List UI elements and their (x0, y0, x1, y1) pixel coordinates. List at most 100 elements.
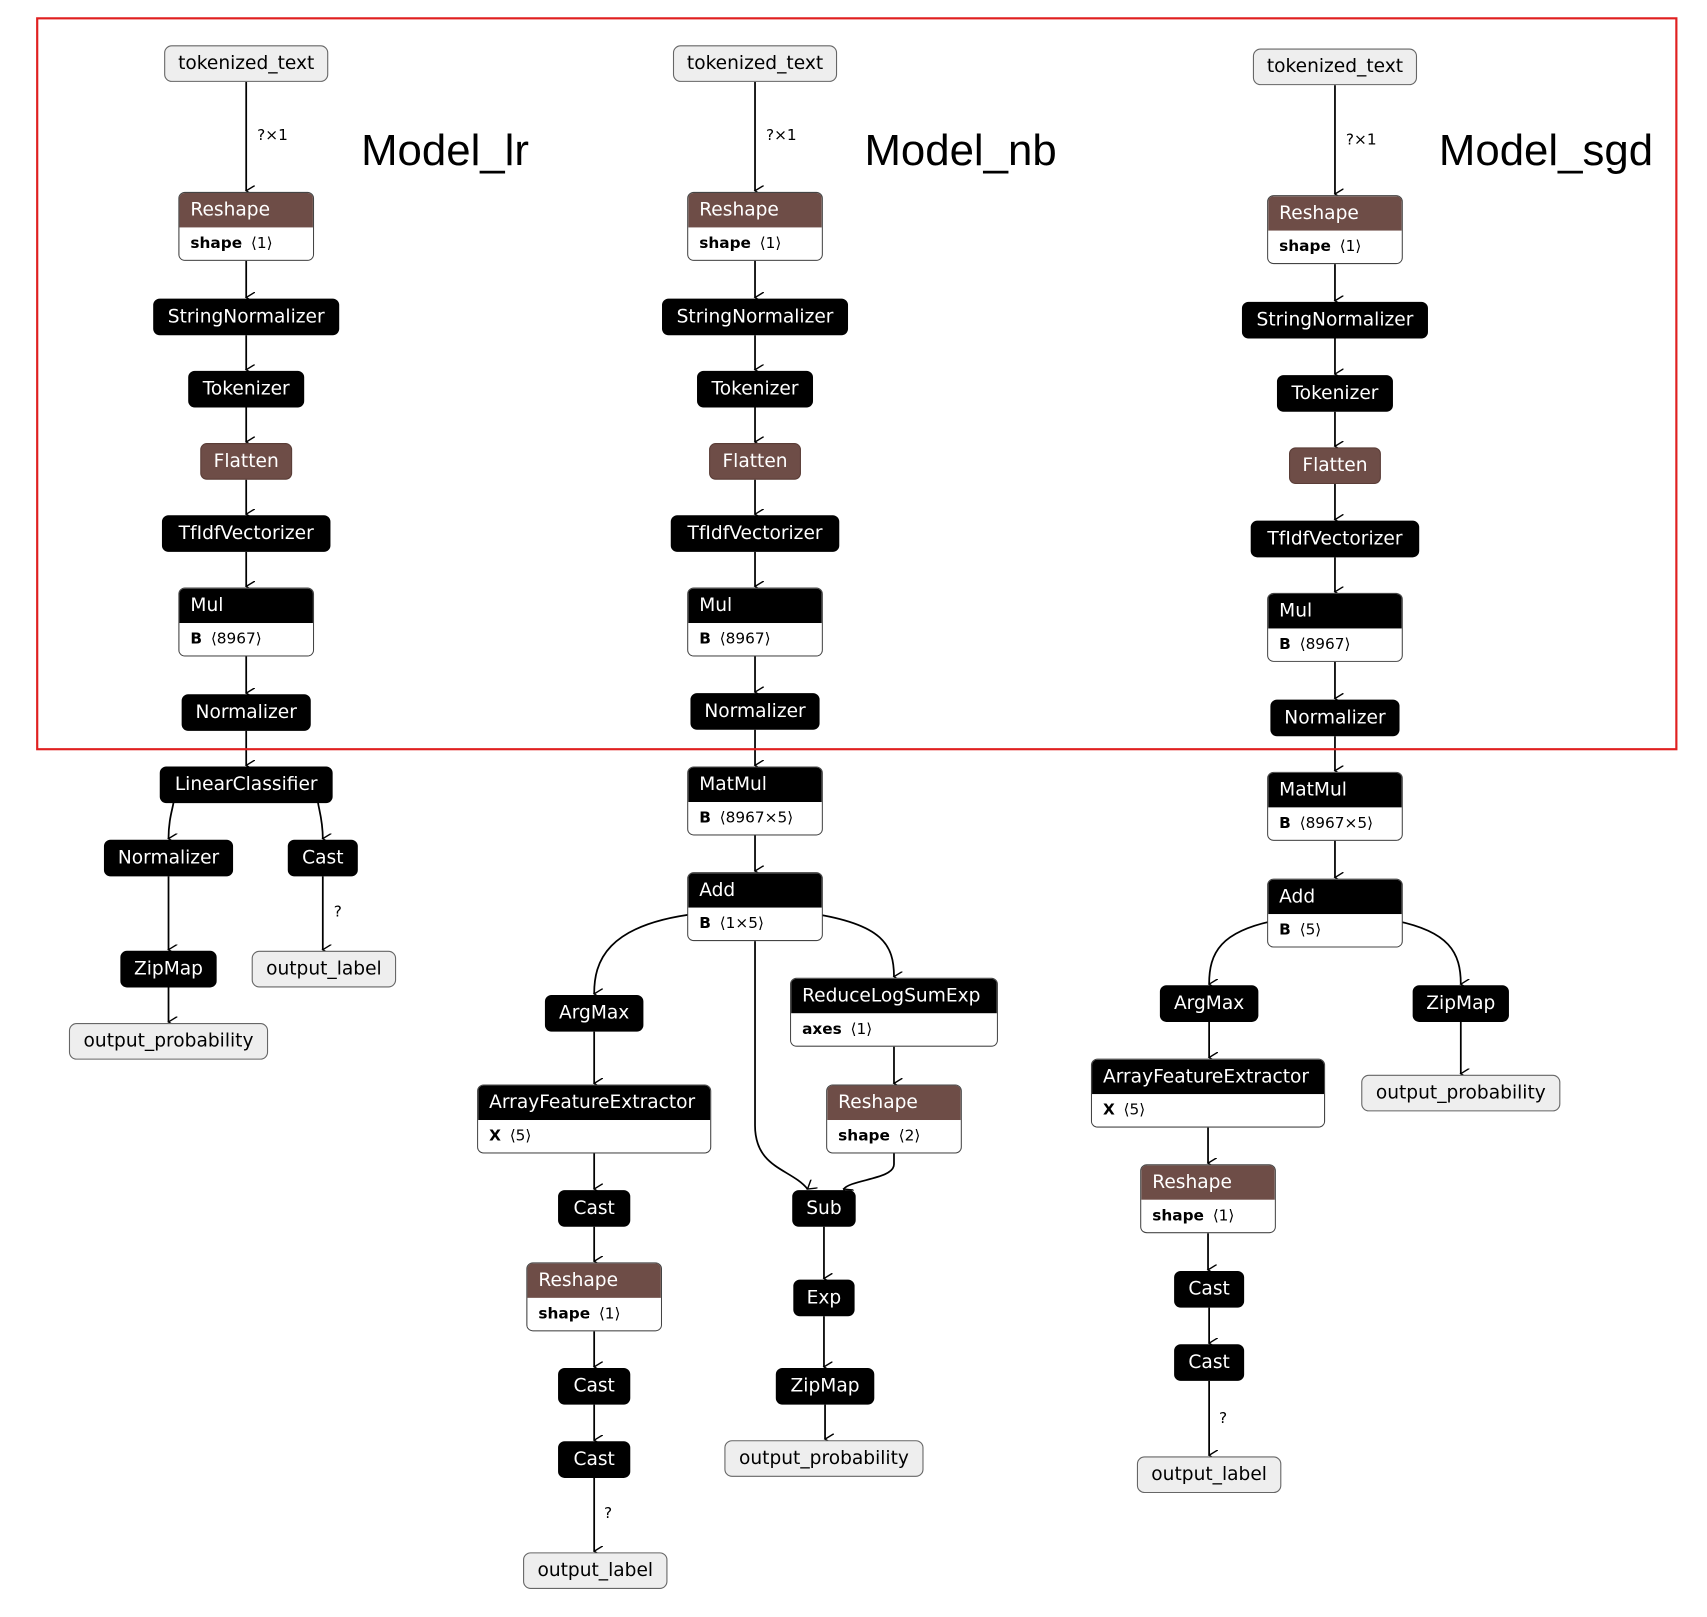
edge-add-to-argmax (1209, 919, 1279, 984)
node-label: ArrayFeatureExtractor (478, 1085, 711, 1121)
node-label: ZipMap (790, 1375, 860, 1398)
attribute-value: ⟨5⟩ (1123, 1101, 1146, 1119)
node-cast1[interactable]: Cast (1174, 1270, 1245, 1308)
node-label: Cast (573, 1448, 615, 1471)
node-sub[interactable]: Sub (792, 1190, 856, 1227)
attribute-key: shape (538, 1305, 591, 1323)
node-out-prob[interactable]: output_probability (1361, 1074, 1561, 1112)
node-cast[interactable]: Cast (287, 839, 358, 877)
node-attribute: B⟨8967⟩ (179, 623, 313, 656)
node-label: ReduceLogSumExp (791, 978, 997, 1014)
node-label: Tokenizer (1291, 382, 1379, 405)
node-label: Normalizer (704, 700, 806, 723)
node-cast2[interactable]: Cast (1174, 1344, 1245, 1381)
attribute-key: axes (802, 1020, 842, 1039)
attribute-value: ⟨8967⟩ (210, 630, 262, 648)
edge-shape-label: ? (333, 903, 342, 921)
edge-shape-label: ?×1 (1345, 131, 1377, 149)
node-zipmap[interactable]: ZipMap (1412, 985, 1509, 1022)
node-label: Flatten (1302, 454, 1368, 477)
node-label: StringNormalizer (676, 306, 834, 328)
node-tokenizer[interactable]: Tokenizer (697, 370, 814, 408)
node-input[interactable]: tokenized_text (1252, 48, 1418, 86)
model-title: Model_lr (361, 127, 529, 175)
node-exp[interactable]: Exp (793, 1279, 855, 1317)
node-attribute: shape ⟨1⟩ (688, 227, 822, 260)
node-label: TfIdfVectorizer (1267, 528, 1403, 550)
attribute-key: B (699, 809, 711, 827)
node-strnorm[interactable]: StringNormalizer (153, 298, 340, 336)
node-label: output_label (537, 1559, 654, 1582)
node-attribute: shape⟨2⟩ (827, 1120, 961, 1153)
node-label: ArrayFeatureExtractor (1092, 1059, 1325, 1095)
node-label: Mul (688, 588, 822, 624)
attribute-value: ⟨1⟩ (250, 235, 273, 253)
node-flatten[interactable]: Flatten (709, 443, 801, 480)
node-label: Cast (573, 1197, 615, 1220)
node-out-label[interactable]: output_label (251, 950, 397, 988)
node-normalizer[interactable]: Normalizer (181, 694, 311, 731)
node-label: tokenized_text (1266, 56, 1404, 78)
node-label: tokenized_text (178, 52, 315, 75)
node-tokenizer[interactable]: Tokenizer (188, 370, 305, 408)
node-label: Reshape (827, 1085, 961, 1121)
node-label: Flatten (213, 450, 279, 473)
node-input[interactable]: tokenized_text (164, 45, 329, 82)
node-tfidf[interactable]: TfIdfVectorizer (1250, 520, 1420, 558)
node-label: ZipMap (1426, 992, 1496, 1015)
node-cast1[interactable]: Cast (558, 1190, 631, 1227)
node-flatten[interactable]: Flatten (200, 443, 293, 480)
node-label: Cast (573, 1375, 615, 1398)
node-argmax[interactable]: ArgMax (544, 994, 644, 1032)
attribute-value: ⟨1⟩ (759, 235, 782, 253)
node-input[interactable]: tokenized_text (672, 45, 838, 82)
attribute-key: B (1279, 921, 1291, 939)
node-argmax[interactable]: ArgMax (1159, 985, 1259, 1022)
node-label: ArgMax (558, 1002, 630, 1025)
attribute-key: shape (699, 235, 751, 253)
edge-add-to-zipmap (1391, 919, 1461, 984)
node-linclf[interactable]: LinearClassifier (159, 766, 333, 804)
node-cast2[interactable]: Cast (558, 1367, 631, 1405)
node-out-prob[interactable]: output_probability (68, 1023, 269, 1060)
edge-add-to-sub (754, 941, 808, 1189)
node-label: Mul (179, 588, 313, 624)
edge-reshape2-to-sub (844, 1153, 895, 1189)
node-out-label[interactable]: output_label (523, 1552, 668, 1589)
node-normalizer2[interactable]: Normalizer (103, 839, 234, 877)
node-out-label[interactable]: output_label (1136, 1456, 1282, 1494)
node-normalizer[interactable]: Normalizer (690, 693, 820, 730)
node-strnorm[interactable]: StringNormalizer (1241, 301, 1428, 339)
node-tokenizer[interactable]: Tokenizer (1276, 375, 1393, 412)
node-tfidf[interactable]: TfIdfVectorizer (670, 515, 840, 552)
edge-shape-label: ? (1218, 1410, 1228, 1428)
node-out-prob[interactable]: output_probability (724, 1440, 924, 1477)
node-strnorm[interactable]: StringNormalizer (662, 298, 849, 336)
node-flatten[interactable]: Flatten (1289, 447, 1381, 485)
node-cast3[interactable]: Cast (558, 1441, 631, 1478)
node-zipmap[interactable]: ZipMap (120, 950, 217, 988)
node-attribute: B⟨8967⟩ (1268, 628, 1402, 661)
node-tfidf[interactable]: TfIdfVectorizer (161, 515, 331, 552)
node-normalizer[interactable]: Normalizer (1270, 699, 1400, 737)
node-attribute: B⟨5⟩ (1268, 914, 1402, 947)
node-zipmap[interactable]: ZipMap (775, 1367, 875, 1405)
attribute-value: ⟨1⟩ (598, 1305, 621, 1323)
